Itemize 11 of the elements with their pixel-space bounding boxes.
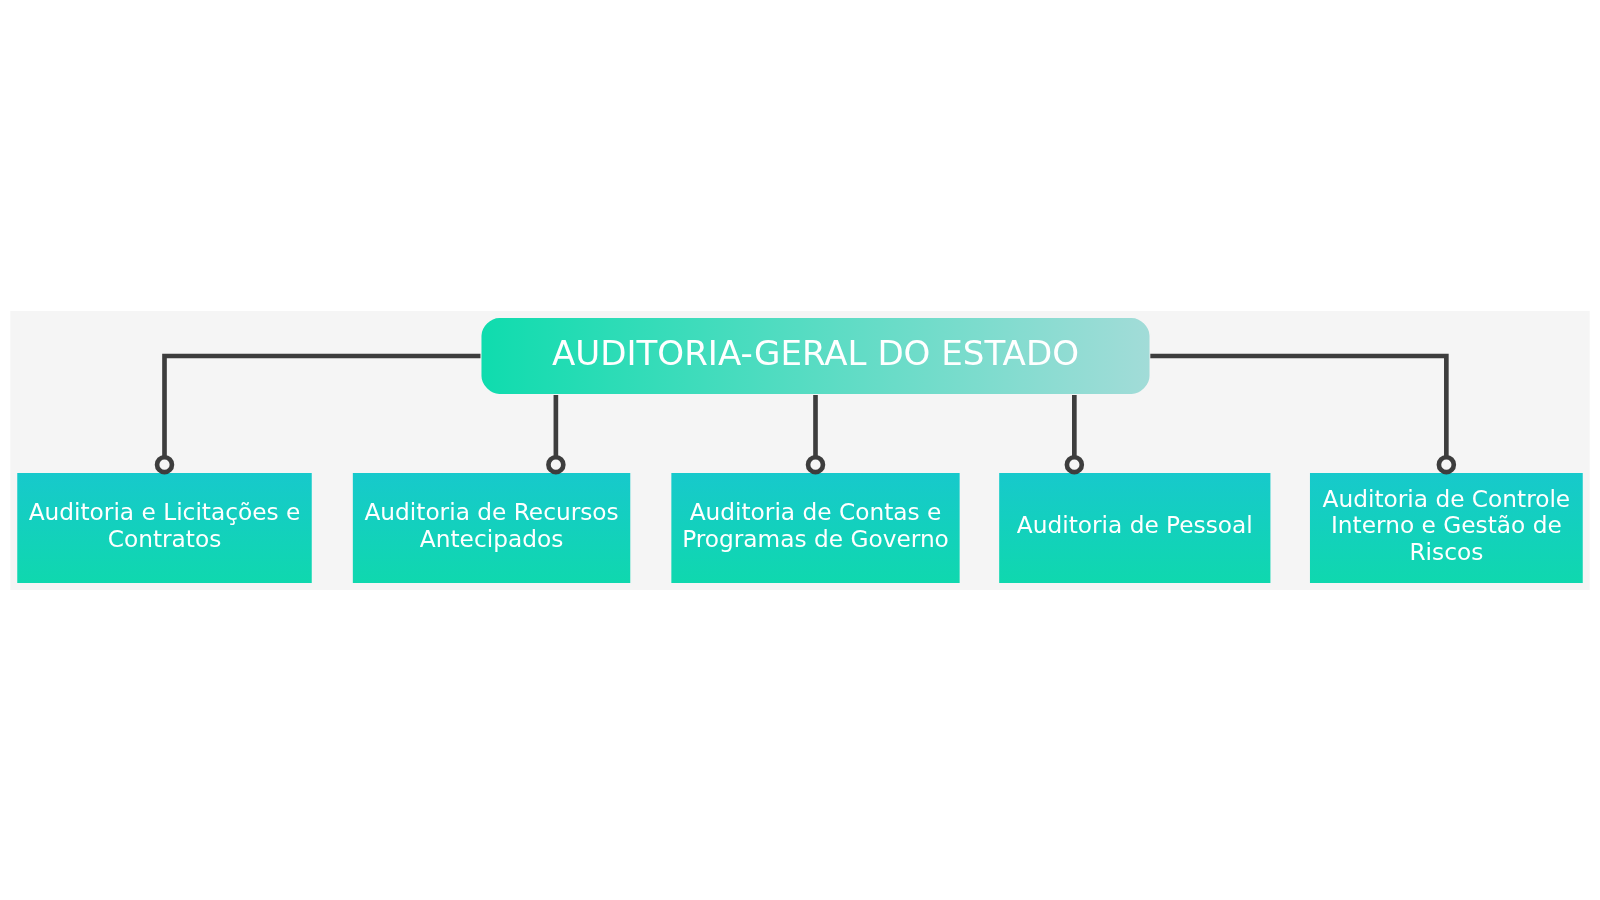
connector <box>1064 394 1085 474</box>
node-box: Auditoria e Licitações e Contratos <box>15 470 314 585</box>
node-box: Auditoria de Contas e Programas de Governo <box>669 470 962 585</box>
node-box: Auditoria de Pessoal <box>997 470 1272 585</box>
node-box: AUDITORIA-GERAL DO ESTADO <box>479 315 1152 395</box>
connector <box>805 394 826 474</box>
connector <box>546 394 566 474</box>
connector <box>1150 353 1457 474</box>
node-box: Auditoria de Recursos Antecipados <box>351 470 632 585</box>
node-box: Auditoria de Controle Interno e Gestão de Riscos <box>1308 470 1585 585</box>
connector <box>154 353 481 474</box>
